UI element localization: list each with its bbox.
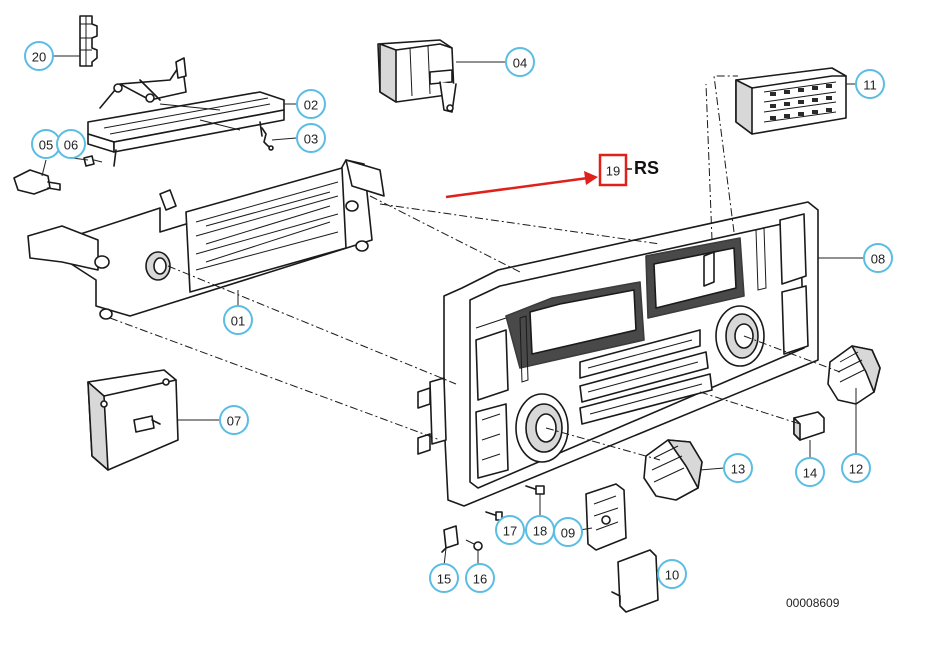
callout-01: 01: [223, 305, 253, 335]
callout-16-label: 16: [473, 572, 487, 587]
highlight-suffix: RS: [634, 158, 659, 178]
part-11-air-vent-grille: [735, 67, 847, 135]
callout-14-label: 14: [803, 466, 817, 481]
callout-06: 06: [56, 129, 86, 159]
callout-12-label: 12: [849, 462, 863, 477]
part-01-control-housing: [27, 159, 385, 320]
part-17-screw: [485, 511, 503, 521]
callout-03: 03: [296, 123, 326, 153]
callout-09-label: 09: [561, 526, 575, 541]
assembly-lines: [109, 75, 841, 461]
part-03-spring-pin: [261, 127, 274, 151]
callout-06-label: 06: [64, 138, 78, 153]
part-07-motor-unit: [87, 369, 179, 471]
part-15-clip: [441, 525, 459, 553]
callout-02-label: 02: [304, 98, 318, 113]
callout-13: 13: [723, 453, 753, 483]
callout-14: 14: [795, 457, 825, 487]
highlight-arrow: [445, 171, 598, 199]
part-02-lever-mechanism: [87, 57, 285, 167]
callout-10: 10: [657, 559, 687, 589]
callout-11-label: 11: [863, 78, 877, 93]
callout-20-label: 20: [32, 50, 46, 65]
callout-15: 15: [429, 563, 459, 593]
part-04-actuator-motor: [377, 39, 457, 113]
callout-16: 16: [465, 563, 495, 593]
callout-01-label: 01: [231, 314, 245, 329]
callout-11: 11: [855, 69, 885, 99]
part-13-rotary-knob: [643, 439, 703, 501]
callout-20: 20: [24, 41, 54, 71]
callout-08-label: 08: [871, 252, 885, 267]
callout-17: 17: [495, 515, 525, 545]
callout-15-label: 15: [437, 572, 451, 587]
part-10-cover-plate: [611, 549, 659, 613]
callout-07-label: 07: [227, 414, 241, 429]
callout-04-label: 04: [513, 56, 527, 71]
document-number: 00008609: [786, 596, 840, 610]
callout-04: 04: [505, 47, 535, 77]
callout-05: 05: [31, 129, 61, 159]
callout-13-label: 13: [731, 462, 745, 477]
highlight-19-rs: 19 RS: [598, 153, 659, 187]
part-16-screw: [465, 539, 483, 551]
callout-12: 12: [841, 453, 871, 483]
callout-18-label: 18: [533, 524, 547, 539]
callout-05-label: 05: [39, 138, 53, 153]
part-08-front-panel: [417, 201, 819, 507]
part-12-rotary-knob: [827, 345, 881, 405]
callout-07: 07: [219, 405, 249, 435]
callout-09: 09: [553, 517, 583, 547]
part-05-connector: [13, 169, 61, 195]
part-20-clip-bracket: [79, 15, 98, 67]
part-14-button-cap: [793, 411, 825, 441]
callout-08: 08: [863, 243, 893, 273]
callout-10-label: 10: [665, 568, 679, 583]
highlight-number: 19: [606, 164, 620, 179]
callout-18: 18: [525, 515, 555, 545]
part-09-control-module: [585, 483, 627, 551]
callout-17-label: 17: [503, 524, 517, 539]
part-18-screw: [525, 485, 545, 495]
callout-03-label: 03: [304, 132, 318, 147]
callout-02: 02: [296, 89, 326, 119]
part-06-screw: [83, 155, 103, 167]
